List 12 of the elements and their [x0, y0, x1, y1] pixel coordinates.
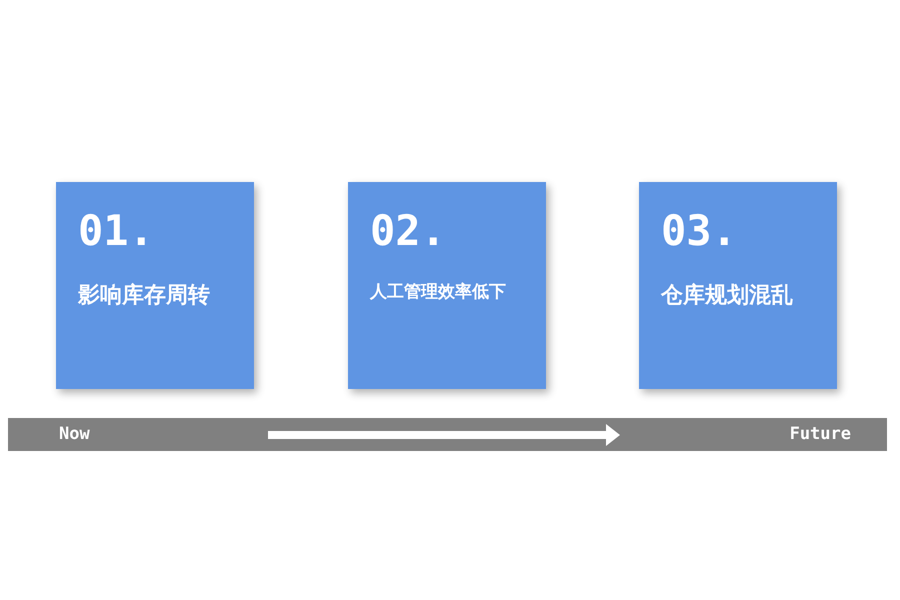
card-heading: 影响库存周转 — [78, 282, 210, 310]
timeline-bar — [8, 418, 887, 451]
end-label: Future — [790, 424, 851, 444]
start-label: Now — [59, 424, 90, 444]
card — [56, 182, 254, 389]
card-heading: 人工管理效率低下 — [370, 281, 506, 303]
card — [639, 182, 837, 389]
card-heading: 仓库规划混乱 — [661, 282, 793, 310]
step-number: 03. — [661, 206, 737, 255]
step-number: 01. — [78, 206, 154, 255]
step-number: 02. — [370, 206, 446, 255]
card — [348, 182, 546, 389]
